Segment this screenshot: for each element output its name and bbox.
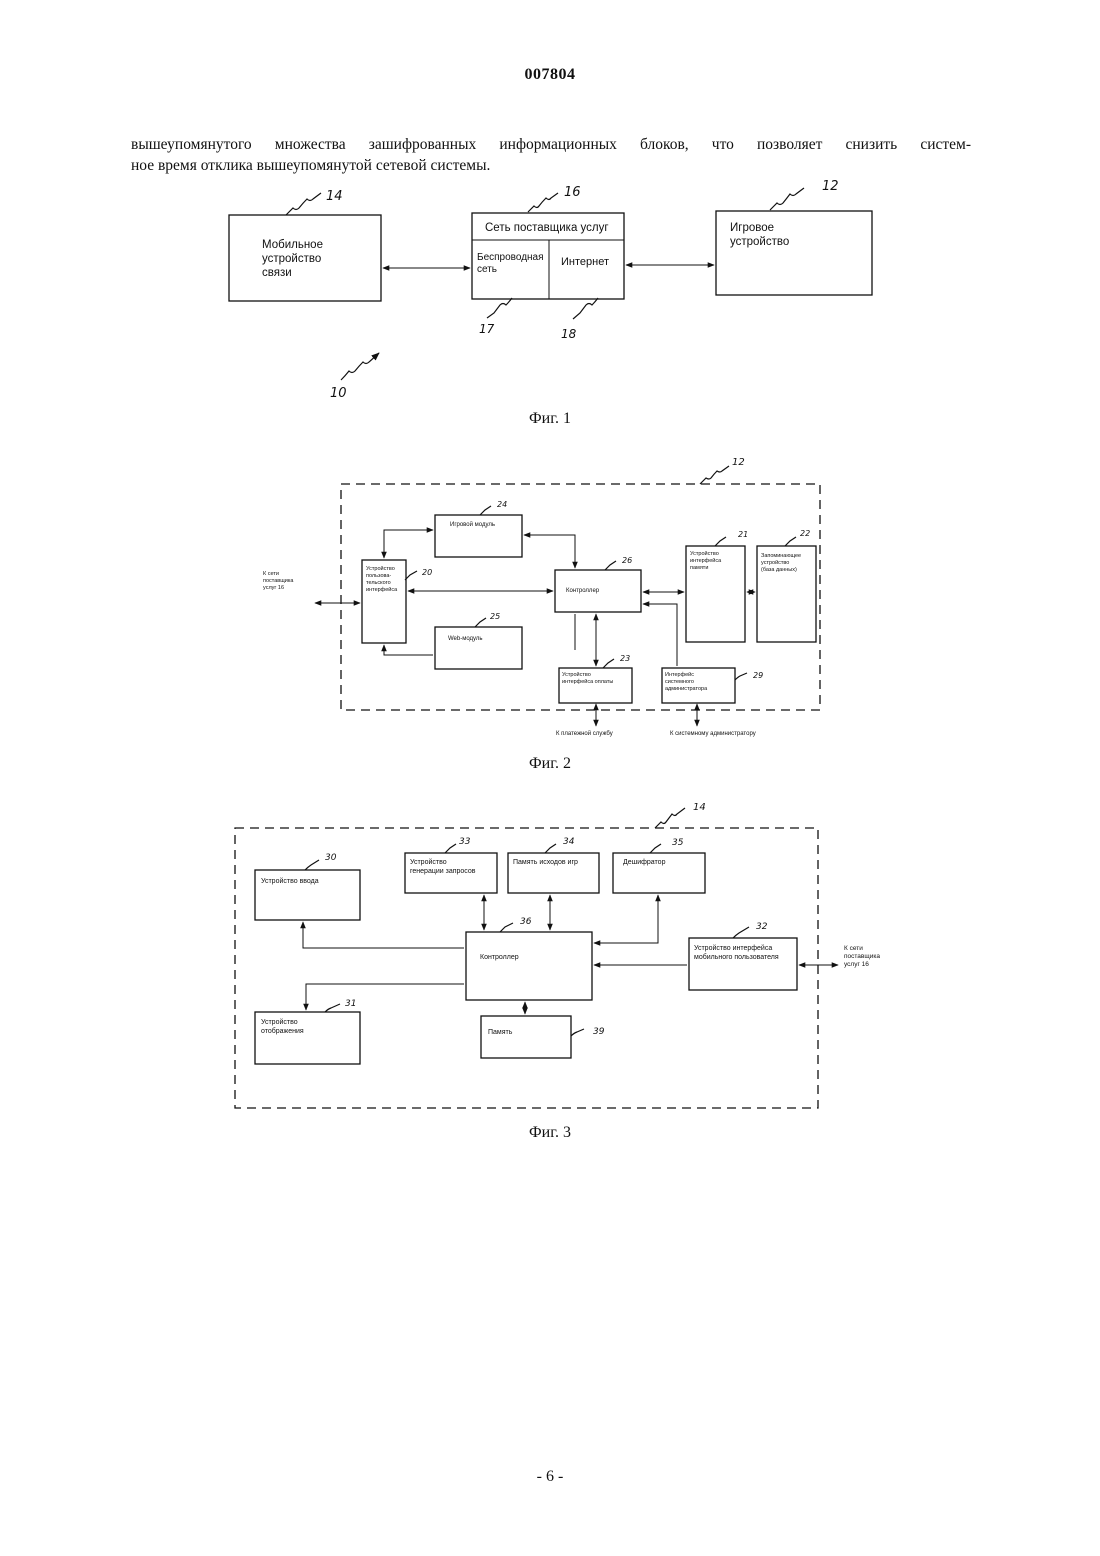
ref-39: 39 [593, 1027, 605, 1037]
to-provider-network-label-3-fig3: услуг 16 [844, 961, 869, 968]
display-device-label-1: Устройство [261, 1018, 298, 1026]
mobile-user-interface-label-1: Устройство интерфейса [694, 944, 772, 952]
controller-box-fig3 [466, 932, 592, 1000]
mobile-user-interface-label-2: мобильного пользователя [694, 953, 779, 961]
game-outcome-memory-label: Память исходов игр [513, 859, 578, 866]
request-generator-label-1: Устройство [410, 858, 447, 866]
ref-35: 35 [672, 838, 684, 848]
ref-34: 34 [563, 837, 575, 847]
ref-32: 32 [756, 922, 768, 932]
ref-14-leader-fig3 [655, 808, 685, 828]
display-device-label-2: отображения [261, 1027, 304, 1035]
ref-14-fig3: 14 [693, 802, 706, 813]
request-generator-label-2: генерации запросов [410, 868, 476, 875]
page-number: - 6 - [0, 1468, 1100, 1486]
to-provider-network-label-2-fig3: поставщика [844, 953, 880, 960]
input-device-label: Устройство ввода [261, 877, 319, 885]
figure-3-diagram: 14 Устройство ввода 30 Устройство генера… [0, 0, 1100, 1120]
ref-33: 33 [459, 837, 471, 847]
controller-label-fig3: Контроллер [480, 954, 519, 961]
decoder-label: Дешифратор [623, 859, 666, 866]
ref-31: 31 [345, 999, 356, 1009]
memory-label: Память [488, 1029, 513, 1036]
to-provider-network-label-1-fig3: К сети [844, 945, 863, 952]
figure-3-caption: Фиг. 3 [0, 1124, 1100, 1142]
ref-36: 36 [520, 917, 532, 927]
memory-box [481, 1016, 571, 1058]
ref-30: 30 [325, 853, 337, 863]
